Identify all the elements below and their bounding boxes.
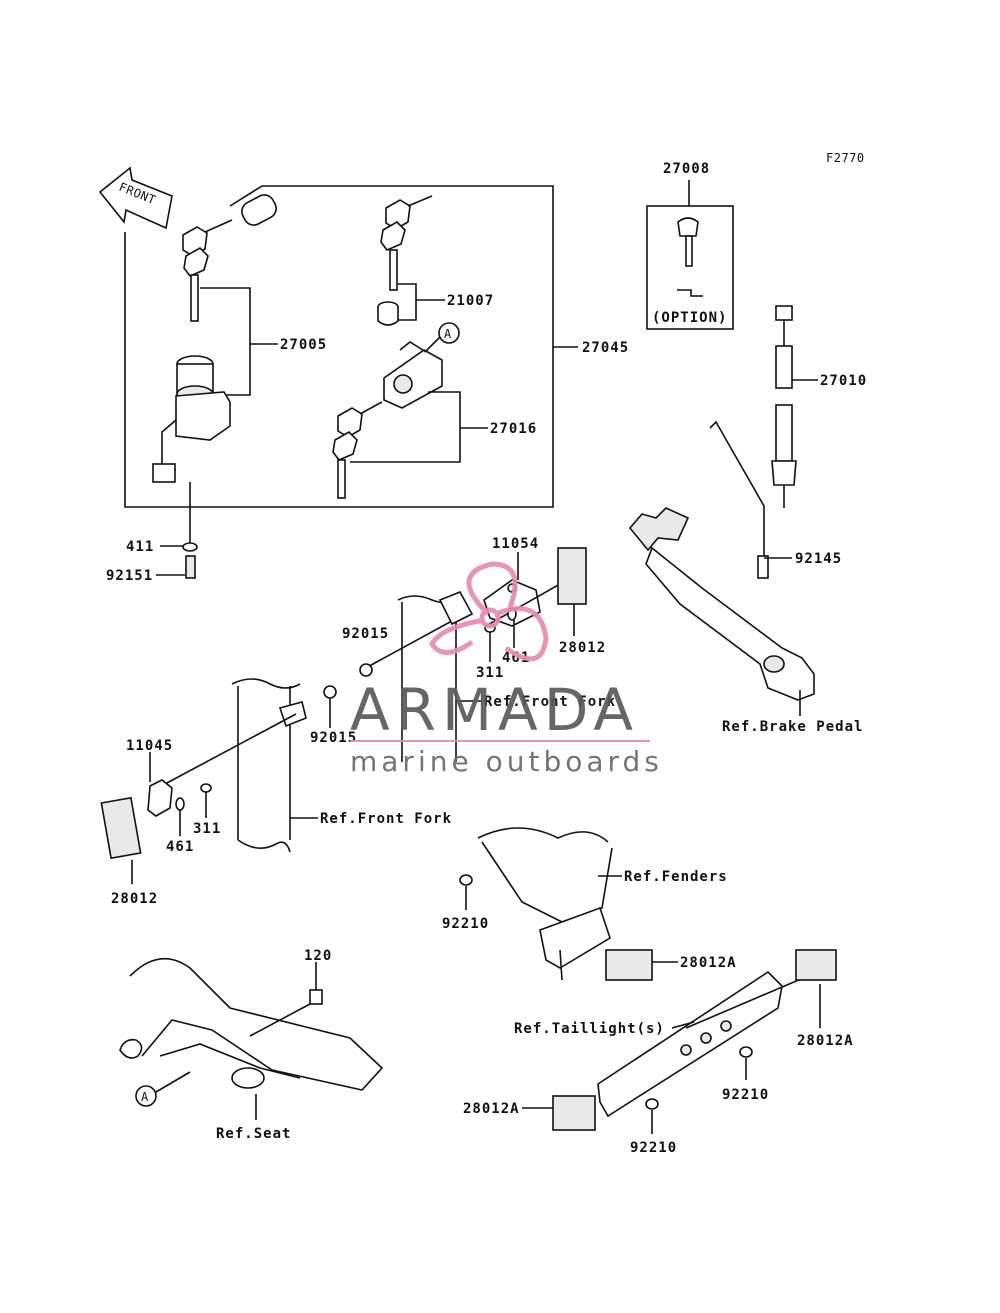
reflector-28012-top [557, 547, 587, 605]
label-27045: 27045 [582, 340, 629, 356]
callout-a-bottom-label: A [141, 1090, 149, 1104]
brake-light-switch-icon [771, 305, 797, 508]
label-28012A-a: 28012A [680, 955, 737, 971]
ref-fenders: Ref.Fenders [624, 869, 728, 885]
callout-a-bottom [135, 1085, 157, 1107]
label-92151: 92151 [106, 568, 153, 584]
watermark-title: ARMADA [350, 676, 639, 744]
return-spring-icon [709, 420, 765, 576]
callout-a-top [438, 322, 460, 344]
option-label: (OPTION) [652, 310, 727, 326]
ref-front-fork-top: Ref.Front Fork [484, 694, 616, 710]
ref-taillight: Ref.Taillight(s) [514, 1021, 665, 1037]
reflector-28012-low [100, 796, 142, 860]
washer-icon [182, 542, 198, 552]
front-fork-left-icon [231, 678, 307, 853]
figure-code: F2770 [826, 151, 865, 165]
label-311-low: 311 [193, 821, 221, 837]
nut-92210-c [645, 1098, 659, 1110]
label-27008: 27008 [663, 161, 710, 177]
screw-icon [185, 555, 196, 579]
reflector-28012A-a [605, 949, 653, 981]
nut-92210-b [739, 1046, 753, 1058]
label-92210-b: 92210 [722, 1087, 769, 1103]
label-411: 411 [126, 539, 154, 555]
callout-a-top-label: A [444, 327, 452, 341]
reflector-28012A-b [795, 949, 837, 981]
seat-lock-icon [383, 341, 443, 409]
label-28012A-c: 28012A [463, 1101, 520, 1117]
option-box [646, 205, 734, 330]
ref-front-fork-low: Ref.Front Fork [320, 811, 452, 827]
brake-pedal-icon [628, 507, 815, 701]
seat-lock-key-icon [332, 401, 383, 499]
nut-92210-a [459, 874, 473, 886]
label-21007: 21007 [447, 293, 494, 309]
label-92210-a: 92210 [442, 916, 489, 932]
label-28012-low: 28012 [111, 891, 158, 907]
label-11054: 11054 [492, 536, 539, 552]
front-fork-right-icon [397, 590, 474, 762]
watermark-subtitle: marine outboards [350, 745, 663, 778]
ignition-switch-icon [152, 355, 231, 483]
license-plate-bracket-icon [597, 970, 783, 1118]
propeller-logo-icon [429, 561, 549, 662]
nut-92015-top [359, 663, 373, 677]
label-28012A-b: 28012A [797, 1033, 854, 1049]
label-92145: 92145 [795, 551, 842, 567]
label-92015-top: 92015 [342, 626, 389, 642]
ref-seat: Ref.Seat [216, 1126, 291, 1142]
label-27016: 27016 [490, 421, 537, 437]
label-120: 120 [304, 948, 332, 964]
rear-fender-icon [477, 827, 613, 981]
ignition-key-icon [182, 194, 277, 322]
label-311-top: 311 [476, 665, 504, 681]
key-blank-icon [377, 195, 433, 326]
label-28012-top: 28012 [559, 640, 606, 656]
label-27005: 27005 [280, 337, 327, 353]
ref-brake-pedal: Ref.Brake Pedal [722, 719, 863, 735]
bolt-120-icon [309, 989, 323, 1005]
armada-watermark-logo: ARMADA marine outboards [350, 561, 663, 778]
nut-92015-mid [323, 685, 337, 699]
label-11045: 11045 [126, 738, 173, 754]
option-key-icon [677, 217, 703, 297]
label-92015-mid: 92015 [310, 730, 357, 746]
label-27010: 27010 [820, 373, 867, 389]
label-92210-c: 92210 [630, 1140, 677, 1156]
reflector-bracket-left-icon [147, 779, 173, 817]
label-461-low: 461 [166, 839, 194, 855]
label-461-top: 461 [502, 650, 530, 666]
front-arrow-icon: FRONT [98, 166, 173, 230]
seat-frame-icon [119, 957, 384, 1091]
reflector-28012A-c [552, 1095, 596, 1131]
